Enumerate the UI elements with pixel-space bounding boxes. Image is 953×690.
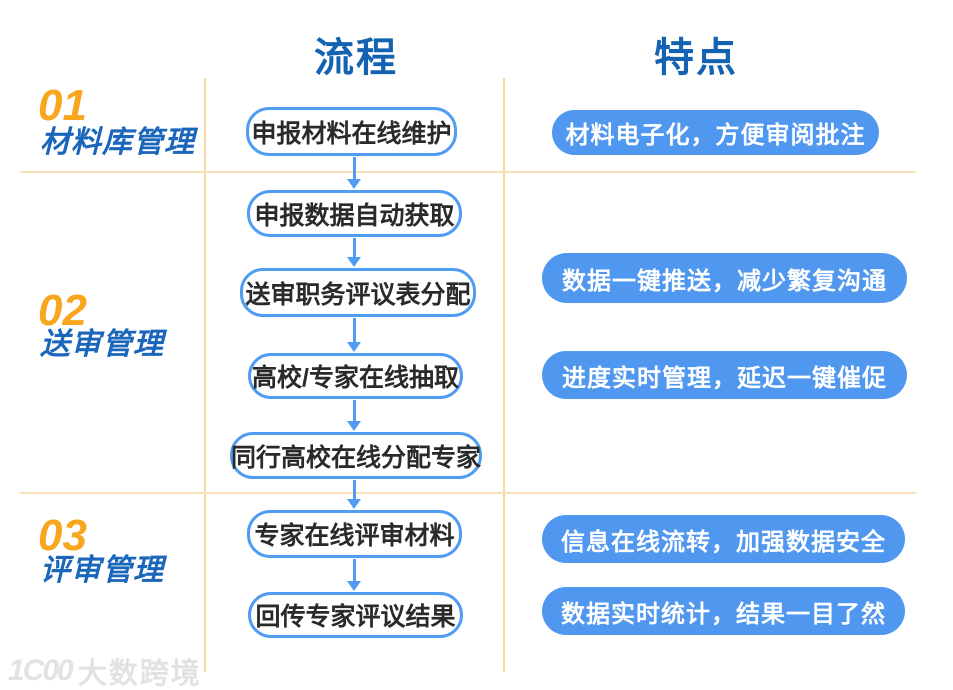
flow-step-3: 送审职务评议表分配	[240, 268, 476, 317]
feature-pill-2: 数据一键推送，减少繁复沟通	[542, 253, 907, 303]
arrow-stem	[352, 238, 356, 257]
flow-arrow-6-7	[347, 559, 361, 591]
watermark-brand-text: 大数跨境	[77, 658, 202, 690]
feature-pill-1: 材料电子化，方便审阅批注	[552, 110, 879, 155]
vertical-divider-left	[204, 78, 206, 672]
section-3-title: 评审管理	[40, 554, 164, 587]
flow-arrow-2-3	[347, 238, 361, 267]
flow-arrow-3-4	[347, 318, 361, 352]
flow-step-5: 同行高校在线分配专家	[230, 432, 482, 479]
flow-step-7: 回传专家评议结果	[248, 592, 463, 638]
arrow-down-icon	[347, 421, 361, 431]
arrow-stem	[352, 318, 356, 342]
section-3-number: 03	[38, 511, 87, 560]
watermark-logo: 1C00	[8, 654, 74, 687]
section-1-number: 01	[38, 81, 87, 130]
feature-pill-3: 进度实时管理，延迟一键催促	[542, 351, 907, 399]
flow-step-6: 专家在线评审材料	[247, 510, 462, 558]
flow-step-2: 申报数据自动获取	[247, 190, 462, 237]
arrow-down-icon	[347, 499, 361, 509]
flow-arrow-4-5	[347, 400, 361, 431]
arrow-down-icon	[347, 581, 361, 591]
feature-pill-5: 数据实时统计，结果一目了然	[542, 587, 905, 635]
feature-pill-4: 信息在线流转，加强数据安全	[542, 515, 905, 563]
watermark: 1C00 大数跨境	[8, 650, 202, 690]
arrow-down-icon	[347, 342, 361, 352]
arrow-down-icon	[347, 179, 361, 189]
flow-arrow-1-2	[347, 157, 361, 189]
vertical-divider-right	[503, 78, 505, 672]
arrow-stem	[352, 400, 356, 421]
section-1-title: 材料库管理	[40, 126, 195, 159]
section-2-title: 送审管理	[40, 328, 164, 361]
flow-arrow-5-6	[347, 480, 361, 509]
column-header-process: 流程	[314, 36, 398, 80]
column-header-features: 特点	[654, 36, 738, 80]
arrow-stem	[352, 480, 356, 499]
arrow-stem	[352, 559, 356, 581]
flow-step-1: 申报材料在线维护	[246, 107, 457, 156]
arrow-stem	[352, 157, 356, 179]
arrow-down-icon	[347, 257, 361, 267]
section-2-number: 02	[38, 286, 87, 335]
horizontal-divider-section2	[20, 492, 916, 494]
horizontal-divider-section1	[20, 171, 916, 173]
flow-step-4: 高校/专家在线抽取	[248, 353, 463, 399]
